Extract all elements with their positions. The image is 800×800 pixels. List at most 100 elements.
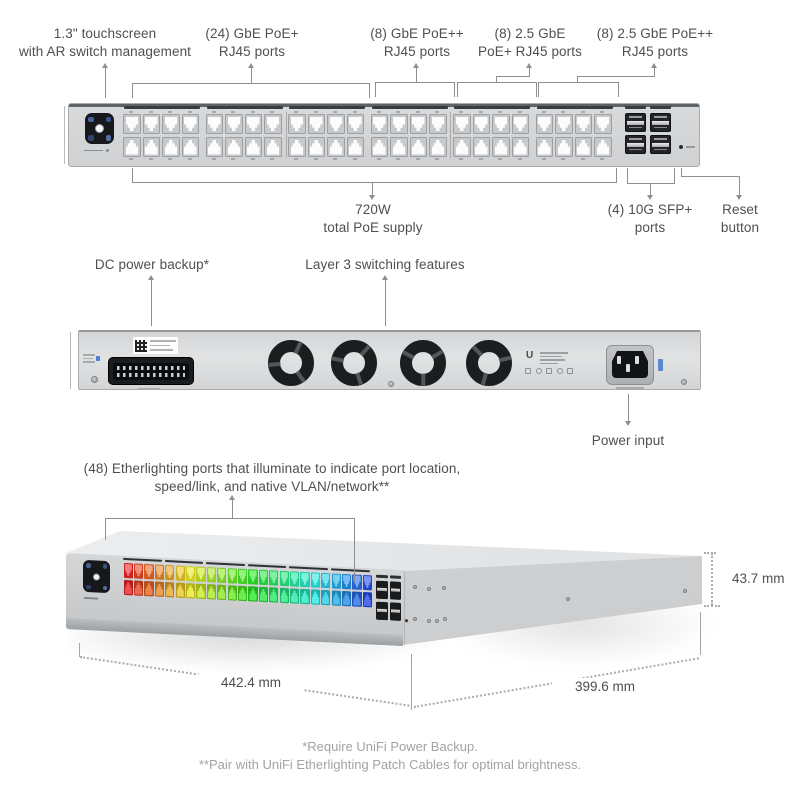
rj45-port	[511, 114, 529, 134]
etherlighting-plug-shape	[333, 592, 340, 604]
port-number-mark	[250, 111, 255, 113]
etherlighting-plug-shape	[301, 591, 308, 603]
rj45-port	[327, 136, 345, 157]
etherlighting-port	[310, 571, 320, 588]
leader-arrow	[647, 195, 653, 200]
port-number-mark	[600, 111, 604, 113]
leader-line	[232, 500, 233, 518]
port-number-mark	[333, 158, 337, 160]
fan	[268, 340, 314, 386]
port-group-bar-3d	[247, 563, 287, 569]
dc-pins-row	[117, 366, 185, 370]
rj45-plug-shape	[514, 116, 527, 131]
etherlighting-port	[144, 580, 154, 597]
label-sfp-line2: ports	[634, 219, 666, 235]
port-number-mark	[561, 111, 565, 113]
etherlighting-port	[300, 571, 310, 588]
leader-line	[496, 76, 530, 77]
etherlighting-plug-shape	[145, 565, 152, 577]
port-number-mark	[435, 158, 439, 160]
port-group-bar	[371, 106, 448, 109]
sfp-latch	[377, 608, 387, 613]
fan-blade-gap	[402, 350, 415, 360]
panel-print	[83, 354, 95, 356]
etherlighting-plug-shape	[145, 583, 152, 595]
etherlighting-port	[227, 584, 237, 601]
etherlighting-plug-shape	[281, 571, 288, 583]
port-number-mark	[231, 111, 235, 113]
touchscreen-display-3d	[83, 559, 110, 594]
label-8-gbe-poepp: (8) GbE PoE++ RJ45 ports	[337, 25, 497, 60]
etherlighting-port	[289, 570, 300, 587]
certification-mark	[556, 368, 563, 374]
port-number-mark	[352, 158, 357, 160]
rj45-plug-shape	[538, 140, 551, 155]
switch-front-panel	[68, 103, 700, 167]
model-print-logo	[105, 149, 109, 152]
etherlighting-port	[321, 572, 331, 589]
rj45-plug-shape	[330, 140, 343, 155]
etherlighting-plug-shape	[249, 588, 256, 600]
port-number-mark	[580, 158, 585, 160]
port-number-mark	[148, 158, 153, 160]
etherlighting-port	[165, 564, 175, 581]
port-number-mark	[211, 111, 216, 113]
rj45-port	[244, 114, 262, 134]
label-poe-budget-line1: 720W	[355, 202, 391, 217]
rj45-port	[142, 136, 160, 157]
rj45-port	[307, 136, 325, 157]
leader-line	[681, 176, 740, 177]
sfp-port-3d	[376, 601, 388, 621]
leader-line	[251, 68, 252, 83]
sfp-print	[629, 116, 642, 118]
etherlighting-port	[310, 588, 320, 605]
etherlighting-plug-shape	[260, 570, 267, 582]
bracket-24-gbe	[132, 83, 370, 98]
sfp-latch	[377, 587, 387, 592]
label-power-input: Power input	[568, 432, 688, 450]
etherlighting-plug-shape	[312, 573, 319, 585]
etherlighting-port	[289, 587, 300, 604]
etherlighting-plug-shape	[364, 576, 371, 588]
screw	[683, 589, 687, 593]
port-number-mark	[231, 158, 235, 160]
rj45-port	[225, 136, 243, 157]
etherlighting-port	[133, 579, 144, 596]
leader-line	[496, 76, 497, 83]
brand-logo: U	[526, 350, 534, 361]
footnote-1: *Require UniFi Power Backup.	[302, 739, 478, 754]
screw	[442, 586, 446, 590]
leader-line	[529, 68, 530, 77]
rj45-plug-shape	[329, 116, 342, 131]
leader-line	[577, 76, 578, 83]
etherlighting-port	[300, 588, 310, 605]
rj45-port	[205, 136, 223, 157]
rj45-plug-shape	[266, 116, 279, 131]
port-number-mark	[211, 158, 216, 160]
screen-corner-dot	[86, 584, 91, 590]
rj45-port	[244, 136, 262, 157]
regulatory-print	[540, 355, 562, 357]
etherlighting-plug-shape	[187, 585, 194, 597]
label-8-25gbe-poepp: (8) 2.5 GbE PoE++ RJ45 ports	[567, 25, 743, 60]
port-number-mark	[313, 111, 318, 113]
rj45-plug-shape	[228, 140, 241, 155]
etherlighting-port	[196, 583, 206, 600]
port-number-mark	[270, 158, 274, 160]
leader-arrow	[413, 63, 419, 68]
port-group-bar	[454, 106, 530, 109]
sfp-port-3d	[376, 580, 388, 600]
port-number-mark	[129, 111, 133, 113]
sfp-bar-3d	[389, 575, 401, 579]
rj45-port	[429, 114, 447, 134]
rj45-port	[472, 136, 490, 157]
port-group-bar-3d	[123, 557, 162, 562]
label-poe-budget: 720W total PoE supply	[283, 201, 463, 236]
rj45-plug-shape	[495, 140, 508, 155]
label-24-gbe-poe-line2: RJ45 ports	[218, 43, 286, 59]
rack-ear-edge	[70, 332, 71, 389]
etherlighting-port	[279, 587, 289, 604]
leader-line	[151, 280, 152, 326]
port-number-mark	[498, 111, 502, 113]
chassis-corner-edge	[404, 571, 405, 644]
